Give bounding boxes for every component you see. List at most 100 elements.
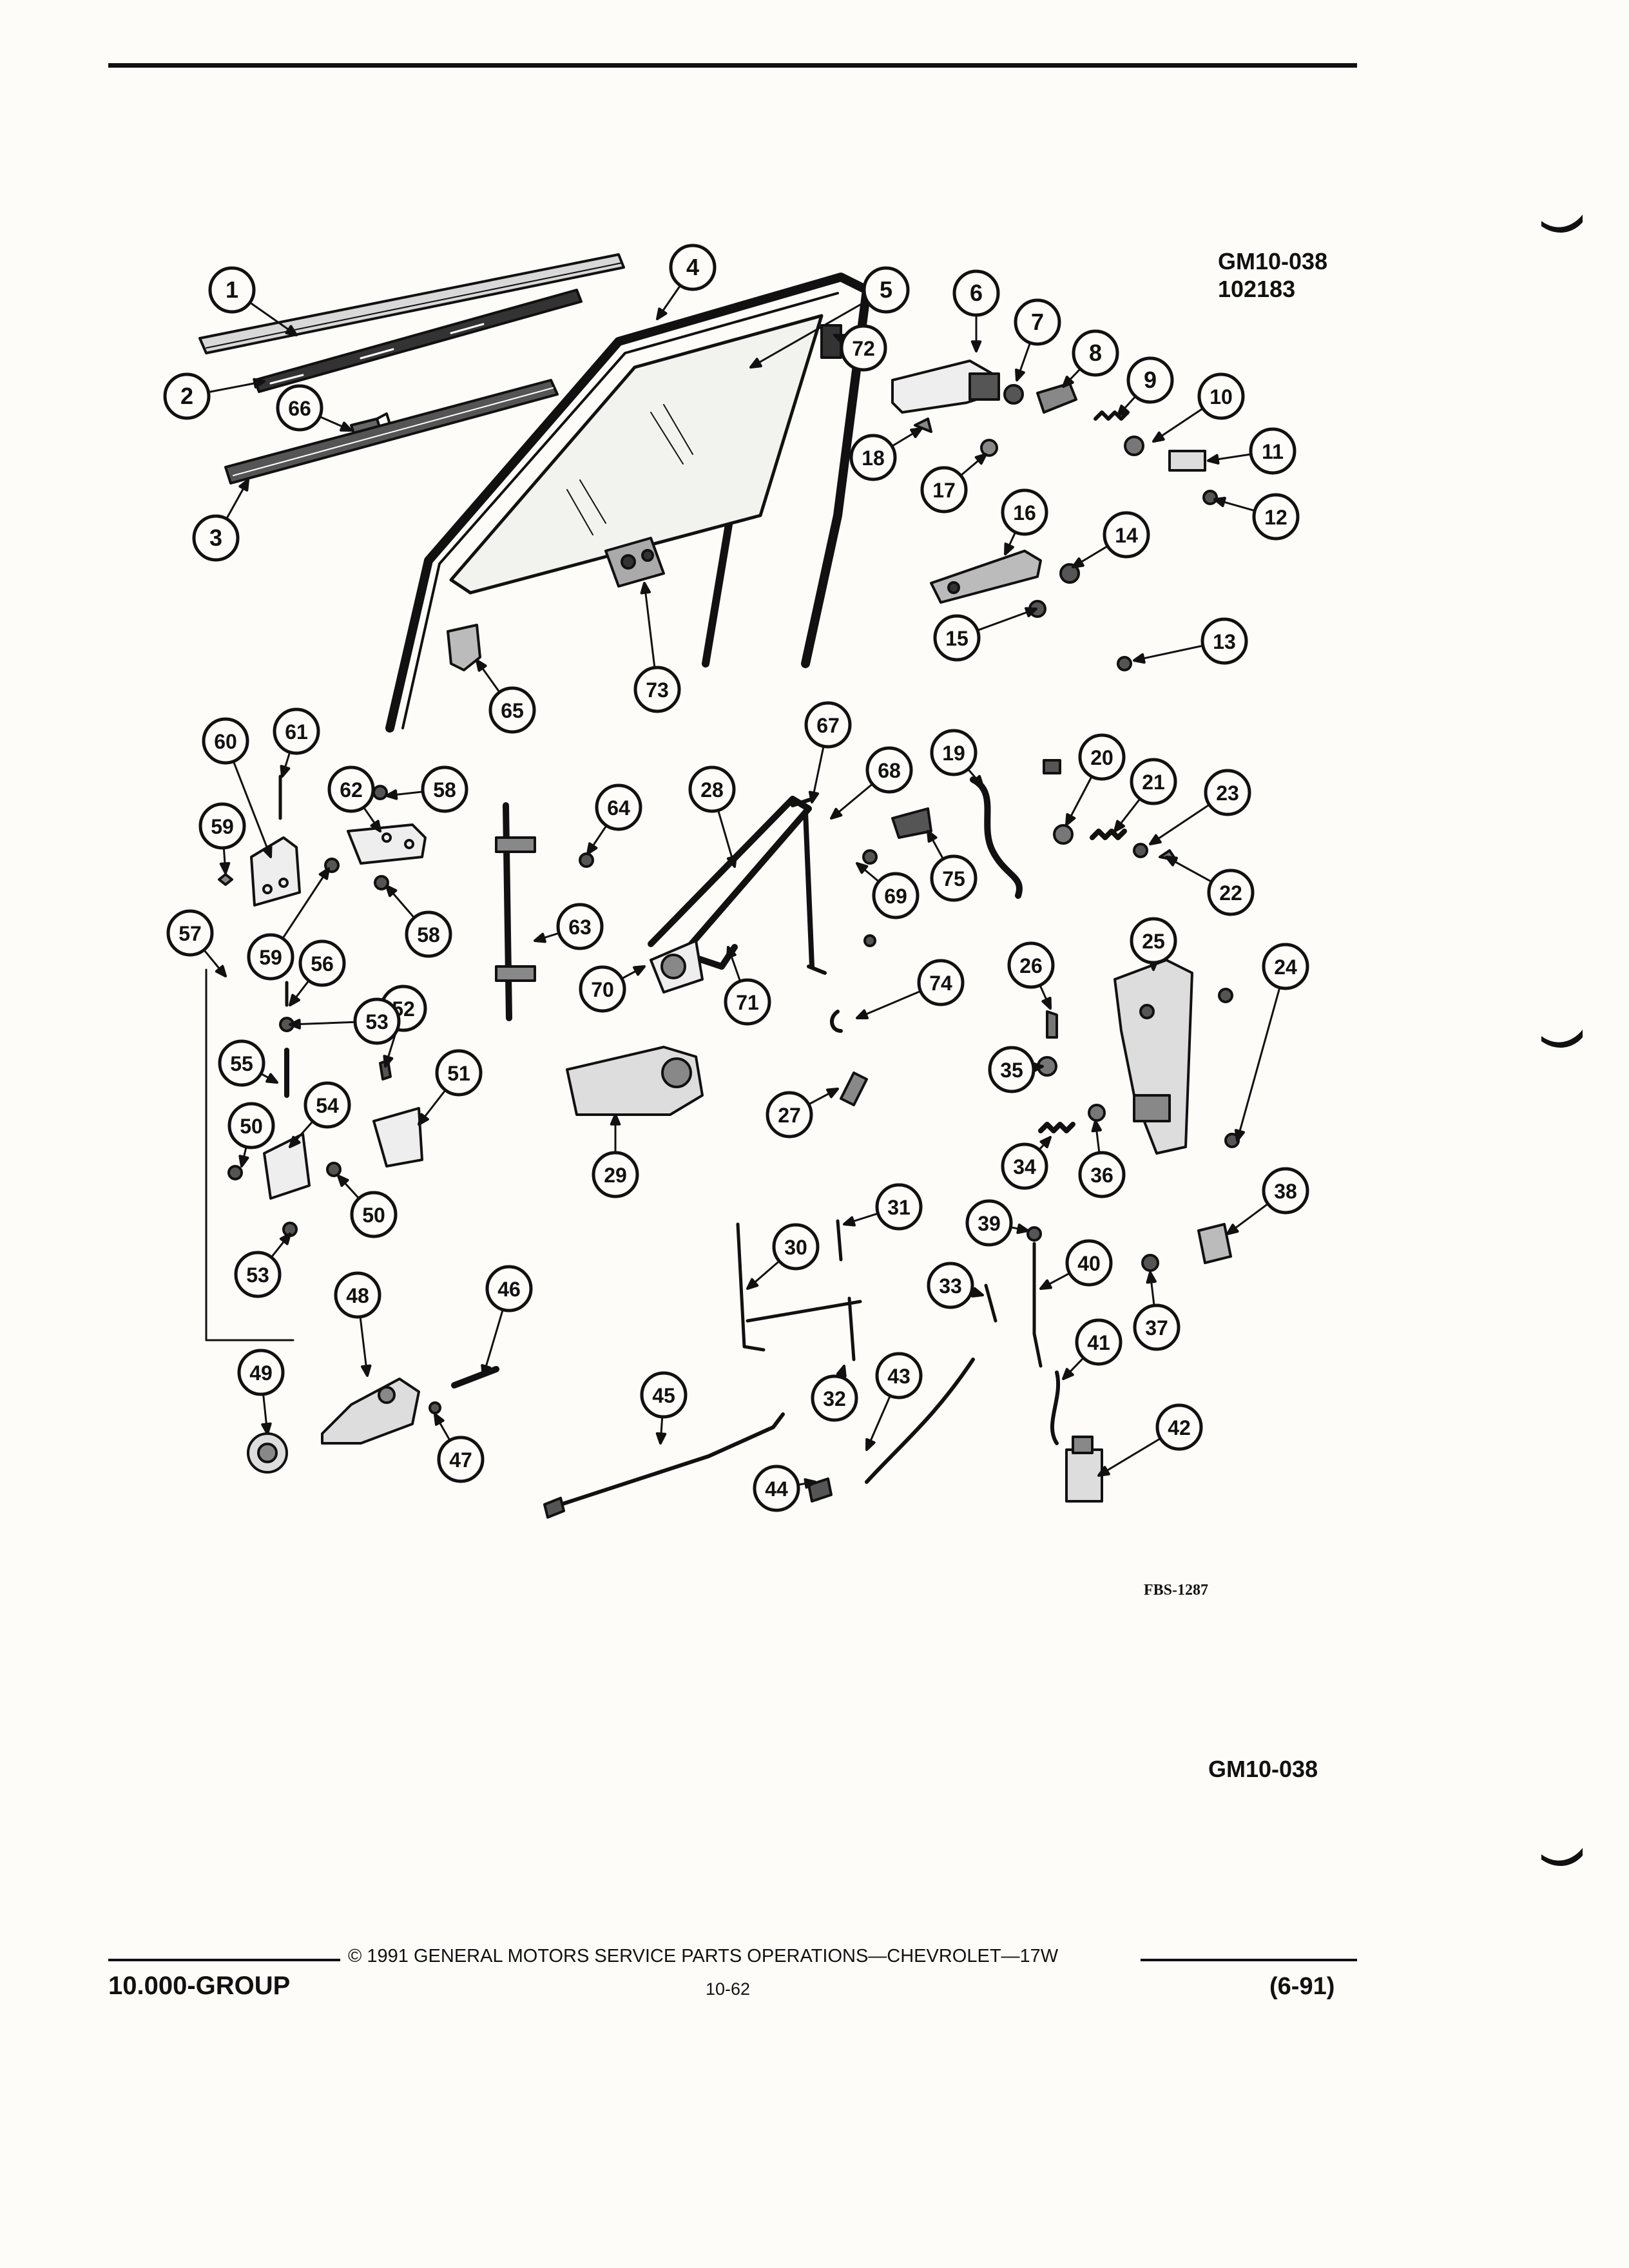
outside-handle (891, 360, 1000, 414)
callout-circle (485, 1265, 533, 1312)
callout-56: 56 (289, 939, 346, 1006)
regulator-motor (566, 1046, 704, 1116)
upper-hinge-body-side (347, 823, 427, 865)
lock-actuator-grommet (1053, 824, 1074, 845)
callout-arrowhead (749, 358, 762, 369)
binder-mark-3 (1541, 1848, 1583, 1867)
callout-20: 20 (1065, 733, 1126, 826)
callout-arrowhead (481, 1364, 492, 1377)
callout-arrowhead (1041, 997, 1052, 1010)
callout-leader (232, 760, 272, 858)
handle-gasket (1168, 450, 1206, 472)
callout-46: 46 (481, 1265, 533, 1377)
callout-53: 53 (289, 997, 401, 1045)
callout-33: 33 (927, 1262, 984, 1309)
callout-number: 16 (1013, 501, 1036, 524)
callout-number: 36 (1090, 1164, 1113, 1187)
callout-circle (592, 1151, 639, 1198)
rod-clip-upper (1027, 1226, 1042, 1242)
callout-number: 19 (942, 742, 965, 765)
callout-74: 74 (856, 959, 965, 1019)
callout-circle (1007, 941, 1055, 989)
lock-actuator-spring (1090, 829, 1127, 840)
callout-10: 10 (1152, 372, 1245, 443)
callout-arrowhead (1091, 1120, 1102, 1133)
callout-circle (849, 434, 897, 481)
callout-number: 67 (816, 714, 840, 737)
belt-molding-inner (224, 379, 559, 485)
callout-arrowhead (804, 1478, 816, 1489)
callout-leader (1133, 644, 1204, 662)
callout-arrowhead (836, 1365, 847, 1378)
callout-arrowhead (910, 427, 923, 438)
callout-circle (304, 1081, 351, 1129)
callout-53: 53 (234, 1233, 291, 1298)
check-pin (451, 1366, 499, 1389)
callout-number: 44 (765, 1477, 788, 1501)
callout-arrowhead (238, 479, 249, 492)
callout-circle (872, 872, 920, 919)
callout-circle (298, 939, 346, 987)
callout-number: 72 (852, 337, 875, 360)
callout-arrowhead (289, 994, 300, 1006)
callout-arrowhead (640, 582, 651, 595)
callout-number: 17 (932, 479, 956, 502)
callout-arrowhead (1234, 1129, 1245, 1142)
callout-arrowhead (1146, 1271, 1157, 1284)
callout-arrowhead (361, 1364, 372, 1377)
callout-arrowhead (1117, 404, 1129, 417)
callout-leader (1236, 986, 1281, 1142)
callout-17: 17 (920, 453, 987, 514)
callout-number: 64 (607, 796, 630, 820)
figure-code-bottom: GM10-038 (1208, 1756, 1318, 1782)
callout-number: 3 (209, 524, 222, 551)
callout-3: 3 (192, 479, 249, 562)
callout-number: 62 (340, 778, 363, 802)
callout-circle (930, 729, 978, 776)
callout-8: 8 (1062, 329, 1119, 388)
striker-bolt (1141, 1254, 1159, 1272)
glass-sash-channel (604, 537, 665, 588)
glass-run-guide (820, 324, 842, 359)
callout-circle (234, 1251, 282, 1298)
callout-circle (669, 244, 717, 291)
callout-circle (1200, 617, 1248, 665)
callout-58: 58 (385, 885, 452, 958)
callout-number: 18 (862, 447, 885, 470)
callout-arrowhead (385, 885, 398, 898)
callout-arrowhead (280, 765, 291, 778)
callout-15: 15 (933, 607, 1037, 662)
callout-arrowhead (383, 1055, 394, 1068)
callout-arrowhead (808, 791, 820, 803)
lock-rod-link (847, 1296, 856, 1361)
callout-number: 55 (230, 1052, 253, 1075)
callout-circle (192, 514, 240, 562)
callout-number: 24 (1274, 956, 1297, 979)
lock-bolt-upper (1218, 988, 1233, 1003)
callout-circle (1078, 1151, 1126, 1198)
callout-number: 50 (362, 1204, 385, 1227)
hinge-clip (218, 873, 233, 886)
callout-number: 20 (1090, 746, 1113, 769)
callout-leader (643, 582, 656, 669)
callout-28: 28 (688, 765, 737, 868)
lock-rod-vertical (736, 1222, 766, 1352)
callout-number: 5 (880, 276, 892, 303)
lower-hinge-door-side (263, 1133, 311, 1200)
callout-37: 37 (1133, 1271, 1181, 1351)
callout-arrowhead (1133, 653, 1146, 664)
callout-55: 55 (218, 1039, 278, 1087)
callout-circle (247, 933, 294, 981)
inside-handle (930, 550, 1042, 604)
lock-spring-lower (1038, 1122, 1075, 1133)
callout-arrowhead (843, 1216, 856, 1227)
callout-circle (1126, 356, 1174, 404)
callout-circle (556, 903, 604, 950)
callout-number: 68 (878, 759, 901, 782)
callout-number: 2 (180, 383, 193, 409)
lock-rod-small (984, 1283, 998, 1323)
door-bumper (247, 1432, 288, 1474)
callout-number: 32 (823, 1387, 846, 1410)
rod-clip-lower (807, 1477, 833, 1503)
